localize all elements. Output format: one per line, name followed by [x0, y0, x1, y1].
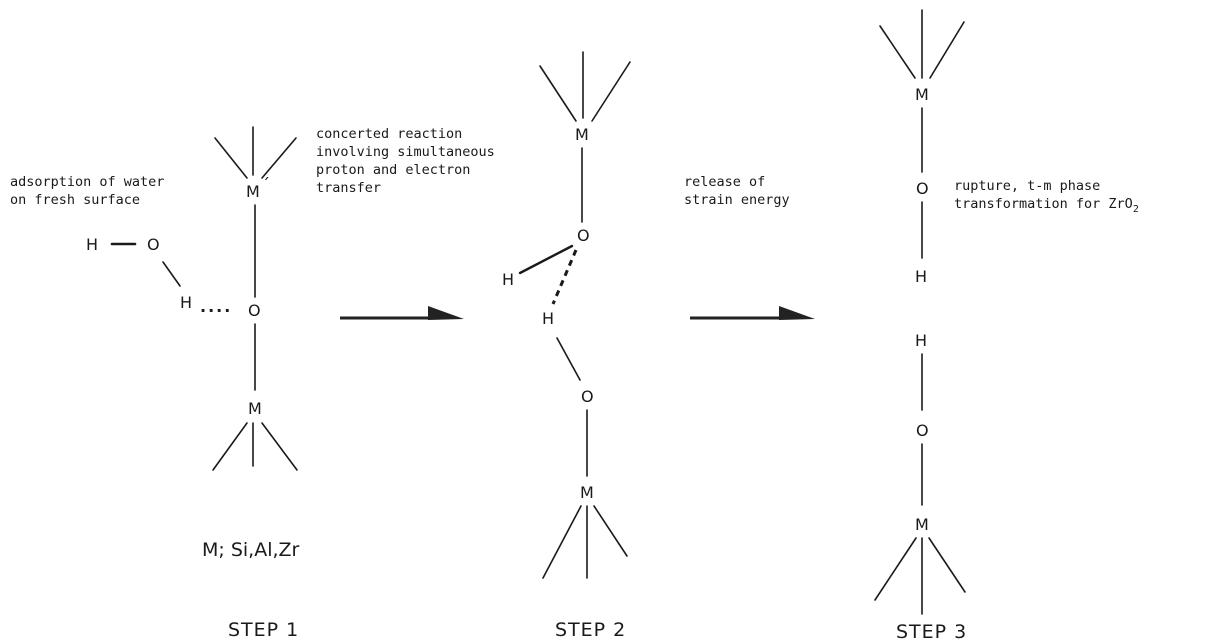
step1-hydrogen-bond-dots: .... — [200, 297, 232, 316]
step3-bottom-bond-right — [928, 537, 966, 593]
step2-transferring-hydrogen: H — [542, 309, 554, 328]
step2-annotation-line3: proton and electron — [316, 162, 470, 178]
step2-annotation-line1: concerted reaction — [316, 126, 462, 142]
step3-upper-oxygen: O — [916, 179, 929, 198]
arrow-step1-to-step2 — [340, 306, 464, 320]
step3-label: STEP 3 — [896, 621, 967, 643]
step1-metal-bottom: M — [248, 399, 262, 418]
step3-annotation-line2-text: transformation for ZrO — [954, 196, 1133, 212]
step2-structure: concerted reaction involving simultaneou… — [316, 51, 631, 641]
step2-metal-top: M — [575, 125, 589, 144]
step3-upper-hydrogen: H — [915, 267, 927, 286]
step2-annotation-line2: involving simultaneous — [316, 144, 495, 160]
step1-bridging-hydrogen: H — [180, 293, 192, 312]
strain-annotation-line1: release of — [684, 174, 765, 190]
step3-top-bond-right — [929, 21, 965, 79]
zro2-subscript: 2 — [1133, 204, 1139, 215]
metal-legend: M; Si,Al,Zr — [202, 539, 300, 561]
step3-lower-hydrogen: H — [915, 331, 927, 350]
step2-annotation-line4: transfer — [316, 180, 381, 196]
step3-structure: M O H H O M rupture, t-m phase transform… — [874, 9, 1139, 643]
step1-metal-top: M — [246, 182, 260, 201]
step1-label: STEP 1 — [228, 619, 299, 641]
step3-annotation-line1: rupture, t-m phase — [954, 178, 1100, 194]
step2-upper-oxygen: O — [577, 226, 590, 245]
step2-top-bond-left — [539, 65, 577, 122]
strain-annotation-line2: strain energy — [684, 192, 790, 208]
step1-water-hydrogen: H — [86, 235, 98, 254]
step2-bottom-bond-left — [542, 505, 582, 579]
step3-annotation-line2: transformation for ZrO2 — [954, 196, 1139, 215]
step1-water-oxygen: O — [147, 235, 160, 254]
step1-water-oh-bond-2 — [162, 261, 181, 287]
step1-surface-oxygen: O — [248, 301, 261, 320]
step3-top-bond-left — [879, 25, 916, 79]
step2-oh-bond-left — [518, 244, 574, 275]
step3-bottom-bond-left — [874, 537, 917, 601]
step3-lower-oxygen: O — [916, 421, 929, 440]
step1-bottom-bond-left — [212, 422, 248, 471]
step2-bottom-bond-right — [593, 505, 628, 557]
step1-metal-top-prime: ´ — [262, 175, 270, 194]
step1-bottom-bond-right — [261, 422, 298, 471]
step1-top-bond-right — [261, 137, 297, 179]
step2-metal-bottom: M — [580, 483, 594, 502]
step1-annotation-line2: on fresh surface — [10, 192, 140, 208]
step1-structure: adsorption of water on fresh surface M ´… — [10, 126, 300, 641]
step2-top-bond-right — [591, 61, 631, 122]
step1-annotation-line1: adsorption of water — [10, 174, 164, 190]
step2-h-o-bond — [556, 337, 581, 381]
step3-metal-top: M — [915, 85, 929, 104]
step2-lower-oxygen: O — [581, 387, 594, 406]
step1-top-bond-left — [214, 137, 248, 179]
step3-metal-bottom: M — [915, 515, 929, 534]
step2-label: STEP 2 — [555, 619, 626, 641]
arrow-step2-to-step3 — [690, 306, 815, 320]
step2-forming-bond — [551, 249, 578, 305]
step2-left-hydrogen: H — [502, 270, 514, 289]
